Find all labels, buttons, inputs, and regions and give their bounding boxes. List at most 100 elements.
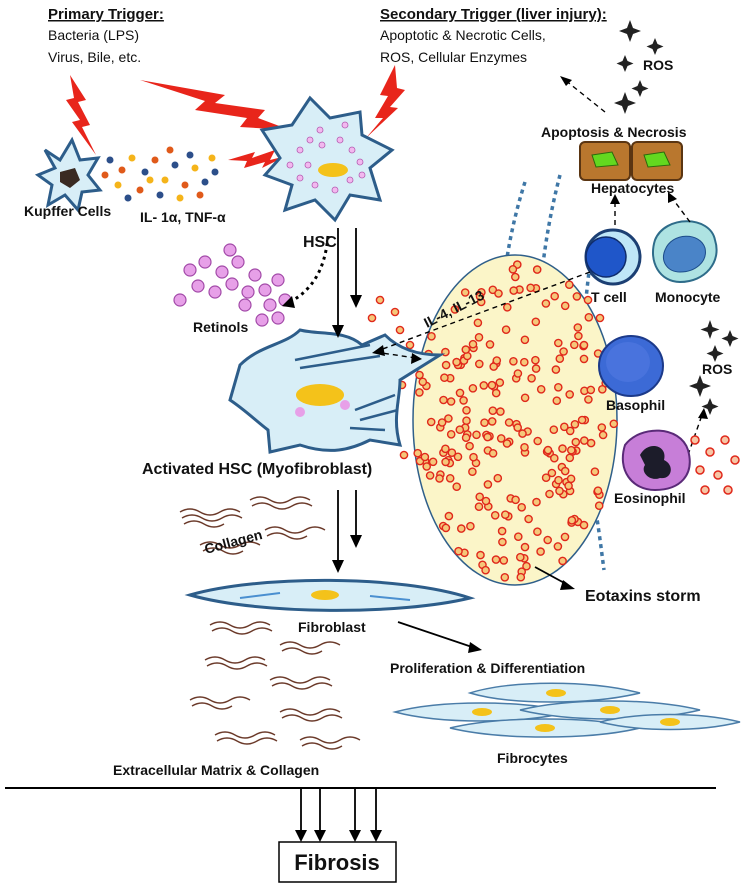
eotaxin-particle: [501, 325, 511, 335]
eotaxin-particle: [609, 419, 619, 429]
eotaxin-particle: [531, 355, 540, 365]
eotaxin-particle: [524, 514, 533, 524]
eotaxin-particle: [375, 295, 385, 305]
eotaxin-particle: [474, 359, 484, 369]
secondary-trigger-line2: ROS, Cellular Enzymes: [380, 49, 527, 65]
eotaxin-particle: [483, 432, 492, 442]
eotaxin-particle: [518, 429, 527, 438]
eotaxin-particle: [461, 433, 471, 443]
eotaxin-particle: [491, 555, 501, 564]
eotaxin-particle: [500, 510, 510, 520]
eotaxin-particle: [405, 340, 415, 350]
eotaxin-particle: [399, 450, 409, 460]
eotaxin-particle: [543, 445, 553, 455]
eotaxin-particle: [495, 378, 505, 387]
eotaxin-particle: [570, 340, 579, 350]
eotaxin-particle: [584, 395, 593, 404]
eotaxin-particle: [595, 313, 605, 323]
fibrosis-label: Fibrosis: [294, 850, 380, 875]
eotaxin-particle: [390, 307, 400, 317]
eotaxin-particle: [573, 323, 583, 332]
eotaxin-particle: [415, 388, 424, 397]
eotaxin-particle: [483, 480, 493, 489]
eotaxin-particle: [456, 524, 466, 533]
eotaxin-particle: [446, 397, 456, 406]
eotaxin-particle: [497, 526, 507, 536]
eotaxin-particle: [598, 430, 608, 440]
eotaxin-particle: [426, 417, 436, 427]
eotaxin-particle: [437, 418, 447, 427]
apoptosis-label: Apoptosis & Necrosis: [541, 124, 687, 140]
eotaxin-particle: [422, 462, 432, 471]
lightning-bolt-icon: [366, 65, 405, 138]
eotaxin-particle: [444, 414, 453, 423]
eotaxin-particle: [531, 317, 541, 327]
primary-trigger-line1: Bacteria (LPS): [48, 27, 139, 43]
eotaxin-particle: [543, 535, 553, 545]
eotaxin-particle: [555, 354, 565, 364]
monocyte: [652, 220, 718, 284]
eotaxin-particle: [554, 475, 563, 485]
eotaxin-particle: [420, 452, 430, 462]
eotaxin-particle: [565, 426, 575, 436]
activated-hsc-cell: [228, 328, 446, 454]
hepatocytes: [579, 141, 683, 181]
eotaxin-particle: [481, 565, 490, 575]
eotaxin-particle: [492, 356, 502, 365]
eotaxin-particle: [476, 550, 485, 560]
fibroblast-label: Fibroblast: [298, 619, 366, 635]
eotaxin-particle: [564, 481, 573, 491]
eotaxin-particle: [513, 369, 523, 378]
retinols-label: Retinols: [193, 319, 248, 335]
eotaxin-particle: [560, 422, 569, 432]
eotaxin-particle: [488, 406, 498, 416]
flow-arrows: [282, 228, 591, 653]
eotaxin-particle: [579, 520, 589, 530]
eotaxin-particle: [545, 489, 554, 499]
primary-trigger-line2: Virus, Bile, etc.: [48, 49, 141, 65]
eotaxin-particle: [499, 556, 509, 565]
eotaxin-particle: [566, 474, 576, 484]
secondary-trigger-line1: Apoptotic & Necrotic Cells,: [380, 27, 546, 43]
eotaxin-particle: [577, 415, 587, 425]
eosinophil: [621, 429, 691, 492]
eotaxin-particle: [439, 395, 448, 405]
eotaxin-particle: [559, 347, 568, 356]
eotaxin-particle: [466, 521, 475, 531]
eotaxin-particle: [593, 486, 603, 496]
eotaxin-particle: [425, 471, 435, 480]
eotaxin-particle: [479, 381, 489, 390]
eotaxin-particle: [514, 532, 523, 542]
ros-stars-top: [614, 20, 664, 114]
eotaxin-particle: [520, 357, 529, 367]
eotaxin-particle: [541, 473, 551, 483]
eotaxin-particle: [526, 283, 535, 293]
eotaxin-particle: [461, 345, 471, 354]
eotaxin-particle: [550, 291, 560, 301]
kupffer-cell: [34, 136, 103, 214]
eotaxin-particle: [473, 318, 483, 328]
eotaxin-particle: [413, 448, 423, 458]
eotaxin-particle: [500, 573, 510, 582]
eotaxin-particle: [532, 497, 541, 507]
eotaxin-particle: [491, 388, 501, 398]
eotaxin-particle: [522, 561, 531, 571]
eotaxin-particle: [441, 523, 451, 533]
eotaxin-particle: [441, 360, 451, 370]
eotaxin-particle: [474, 332, 484, 342]
eotaxin-particle: [462, 416, 471, 426]
eotaxin-particle: [487, 380, 497, 390]
lightning-bolt-icon: [140, 80, 290, 130]
fibrocytes-cells: [392, 682, 741, 738]
collagen-fibers: [179, 496, 361, 750]
eotaxin-particle: [472, 430, 481, 440]
eotaxin-particle: [452, 357, 461, 367]
ros-arrow-right: [687, 414, 703, 456]
eotaxin-particle: [554, 338, 563, 348]
eotaxin-particle: [508, 264, 518, 274]
eotaxin-particle: [493, 473, 503, 483]
eotaxin-particle: [565, 280, 574, 290]
fibrocytes-label: Fibrocytes: [497, 750, 568, 766]
eotaxin-particle: [427, 331, 436, 341]
eotaxin-particle: [488, 448, 498, 458]
